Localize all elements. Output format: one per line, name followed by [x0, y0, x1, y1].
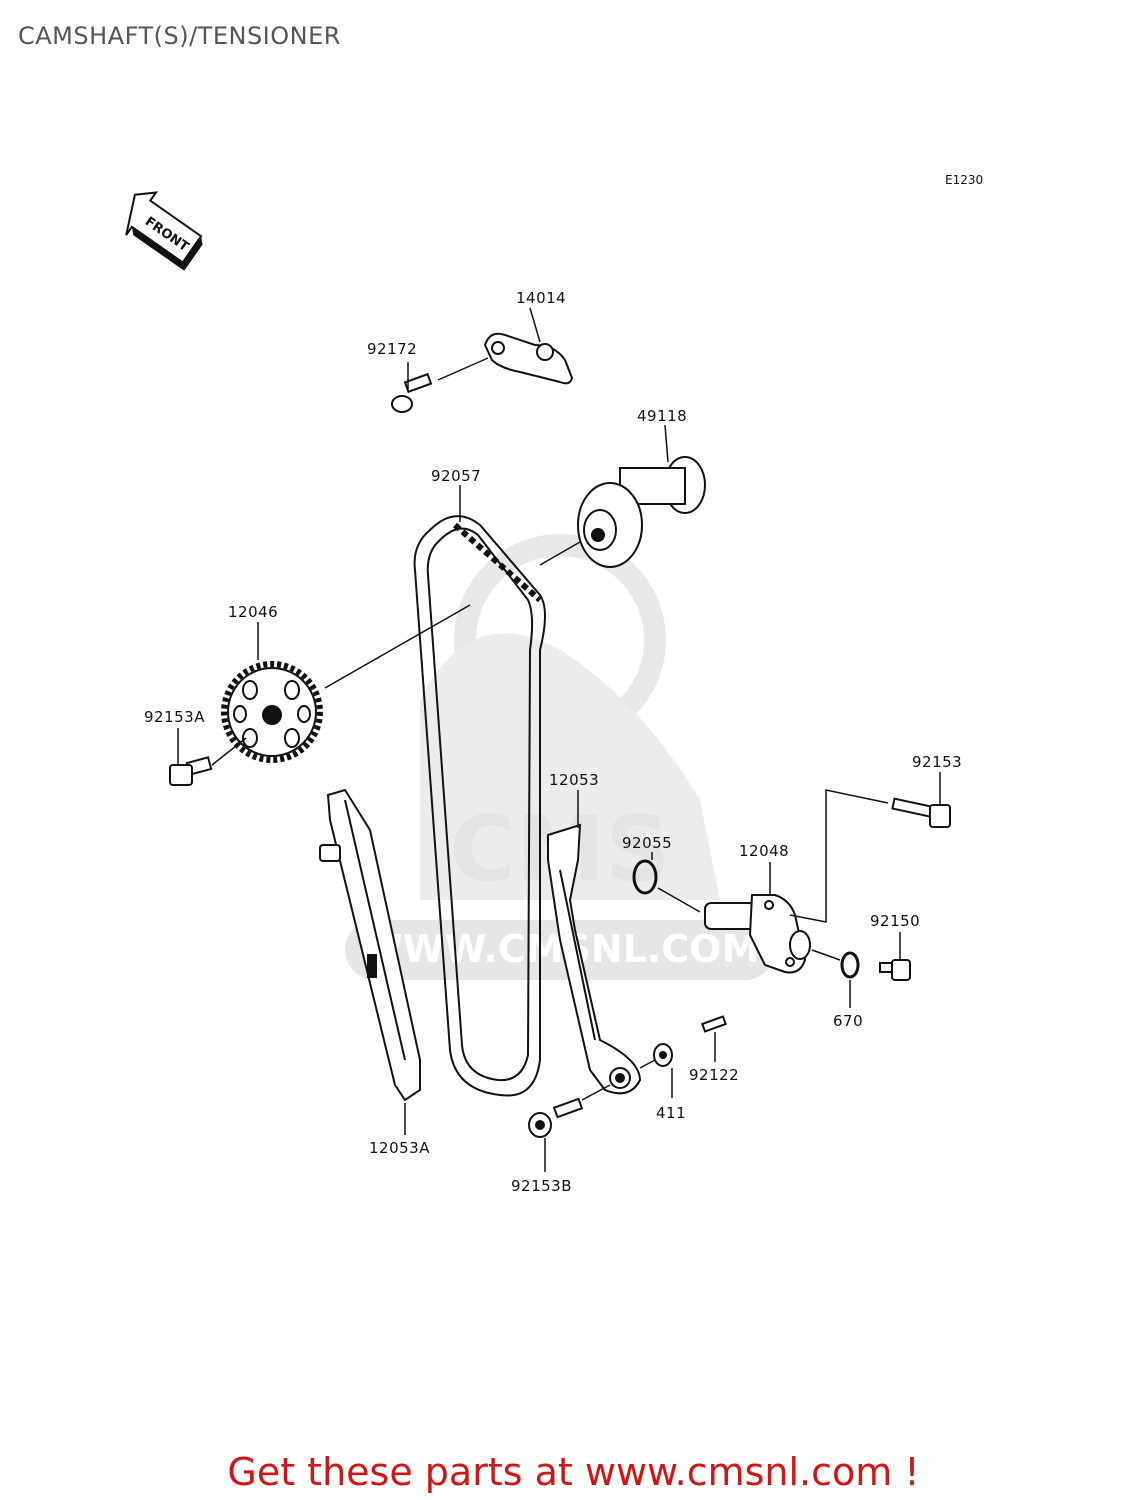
bolt-92153a-drawing [169, 756, 213, 786]
part-label-411[interactable]: 411 [656, 1104, 686, 1122]
pin-92122-drawing [701, 1015, 727, 1033]
oring-670-drawing [840, 951, 860, 979]
bolt-92150-drawing [879, 959, 911, 981]
part-label-49118[interactable]: 49118 [637, 407, 687, 425]
tensioner-12048-drawing [704, 894, 811, 974]
part-label-14014[interactable]: 14014 [516, 289, 566, 307]
sprocket-12046-drawing [221, 661, 323, 763]
part-label-92055[interactable]: 92055 [622, 834, 672, 852]
part-label-92150[interactable]: 92150 [870, 912, 920, 930]
part-label-92057[interactable]: 92057 [431, 467, 481, 485]
front-arrow-icon: FRONT [125, 191, 203, 271]
part-label-92172[interactable]: 92172 [367, 340, 417, 358]
part-label-92153A[interactable]: 92153A [144, 708, 205, 726]
part-label-670[interactable]: 670 [833, 1012, 863, 1030]
guide-12053a-drawing [319, 788, 421, 1102]
part-label-12053A[interactable]: 12053A [369, 1139, 430, 1157]
oring-92055-drawing [632, 859, 658, 895]
washer-411-drawing [653, 1043, 673, 1067]
bolt-92153b-drawing [528, 1097, 584, 1138]
part-label-92122[interactable]: 92122 [689, 1066, 739, 1084]
diagram-code: E1230 [945, 173, 983, 187]
chain-92057-drawing [413, 515, 546, 1097]
camshaft-49118-drawing [577, 456, 706, 568]
part-label-12046[interactable]: 12046 [228, 603, 278, 621]
screw-92172-drawing [391, 372, 433, 413]
page-title: CAMSHAFT(S)/TENSIONER [18, 22, 341, 50]
part-labels: 14014 92172 49118 92057 12046 92153A 921… [144, 289, 962, 1195]
bolt-92153-drawing [891, 797, 951, 828]
plate-14014-drawing [483, 332, 574, 385]
watermark: CMS WWW.CMSNL.COM [345, 534, 775, 980]
part-label-12048[interactable]: 12048 [739, 842, 789, 860]
guide-12053-drawing [547, 823, 642, 1095]
part-label-92153B[interactable]: 92153B [511, 1177, 572, 1195]
part-label-92153[interactable]: 92153 [912, 753, 962, 771]
shop-link[interactable]: Get these parts at www.cmsnl.com ! [227, 1450, 920, 1494]
part-label-12053[interactable]: 12053 [549, 771, 599, 789]
